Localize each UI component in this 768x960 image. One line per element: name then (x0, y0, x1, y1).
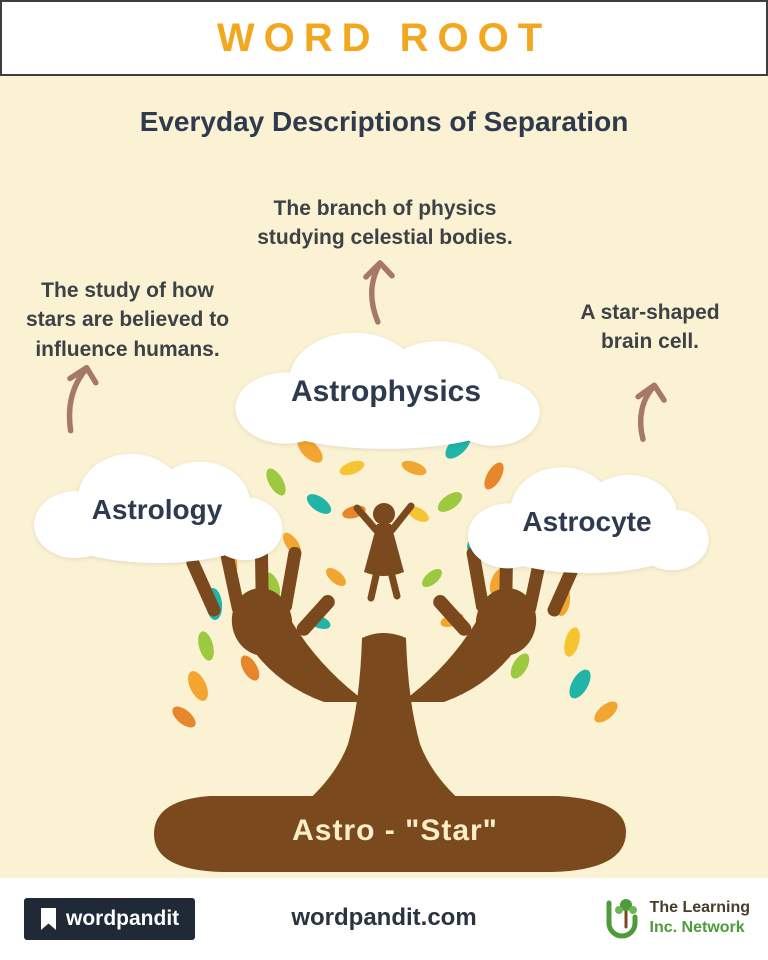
learning-network-tree-icon (606, 899, 638, 939)
footer-bar: wordpandit wordpandit.com The Learning I… (0, 878, 768, 960)
astrocyte-word: Astrocyte (522, 506, 652, 537)
cloud-shape-icon (34, 453, 283, 564)
astrocyte-cloud: Astrocyte (462, 452, 712, 576)
left-hand (186, 537, 366, 702)
header-banner: WORD ROOT (0, 0, 768, 76)
astrophysics-arrow-up-icon (363, 260, 395, 325)
astrology-cloud: Astrology (28, 438, 286, 566)
cloud-shape-icon (467, 467, 709, 574)
trunk (304, 633, 464, 804)
wordpandit-logo: wordpandit (24, 898, 196, 940)
learning-network-logo: The Learning Inc. Network (602, 895, 750, 941)
astrophysics-description: The branch of physics studying celestial… (257, 197, 513, 250)
astrology-word: Astrology (91, 494, 223, 525)
cloud-shape-icon (235, 332, 540, 449)
astrocyte-arrow-up-icon (635, 382, 667, 442)
network-name-line1: The Learning (649, 899, 750, 916)
astrophysics-word: Astrophysics (290, 375, 482, 408)
subtitle: Everyday Descriptions of Separation (139, 106, 629, 137)
astrophysics-cloud: Astrophysics (228, 316, 544, 452)
root-base (154, 796, 626, 872)
network-name-line2: Inc. Network (649, 919, 745, 936)
astrocyte-description: A star-shaped brain cell. (580, 301, 720, 354)
astrology-description: The study of how stars are believed to i… (25, 279, 230, 361)
root-word-label: Astro - "Star" (292, 814, 498, 847)
child-silhouette (353, 502, 415, 602)
astrology-arrow-up-icon (66, 364, 99, 434)
website-url: wordpandit.com (291, 904, 477, 931)
page-title: WORD ROOT (216, 15, 552, 60)
wordpandit-logo-text: wordpandit (66, 907, 180, 930)
wordpandit-logo-icon (41, 908, 56, 930)
